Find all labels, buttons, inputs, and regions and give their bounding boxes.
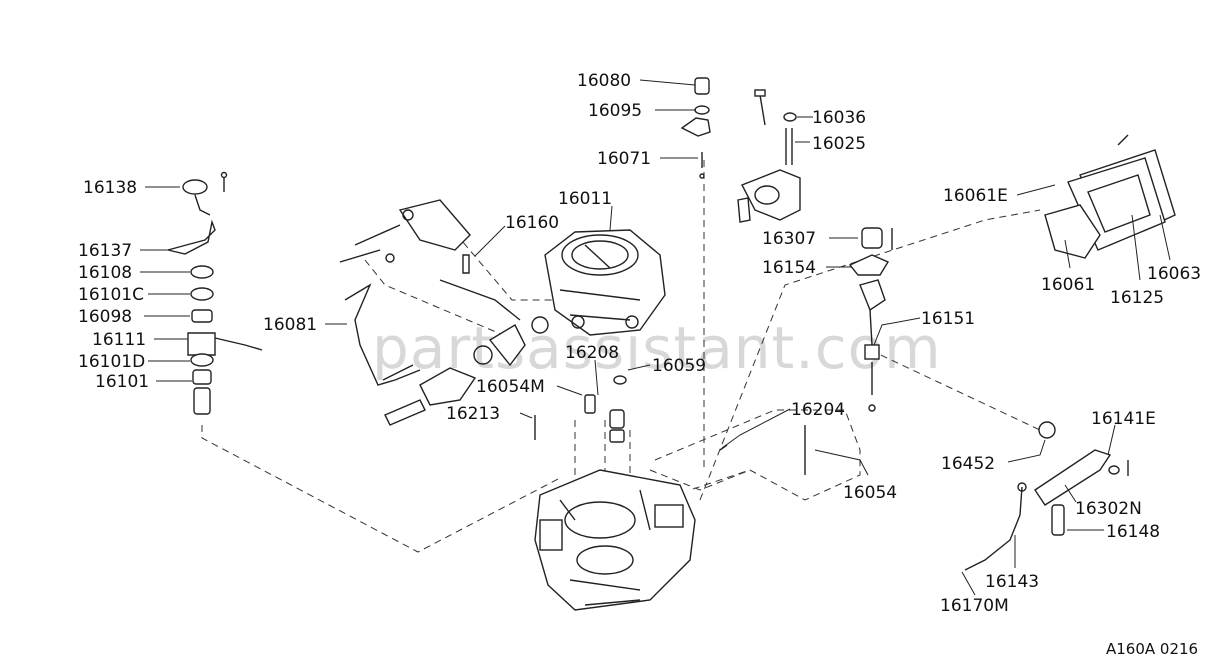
part-label-16059: 16059 — [652, 356, 706, 376]
part-label-16452: 16452 — [941, 454, 995, 474]
part-label-16148: 16148 — [1106, 522, 1160, 542]
part-label-16138: 16138 — [83, 178, 137, 198]
drawing-code: A160A 0216 — [1106, 640, 1198, 658]
part-label-16011: 16011 — [558, 189, 612, 209]
part-label-16111: 16111 — [92, 330, 146, 350]
part-label-16143: 16143 — [985, 572, 1039, 592]
carburetor-lower-body — [534, 469, 696, 611]
diaphragm-plate — [384, 367, 477, 426]
left-parts-stack — [167, 171, 263, 415]
part-label-16098: 16098 — [78, 307, 132, 327]
part-label-16170M: 16170M — [940, 596, 1009, 616]
watermark-text: partsassistant.com — [372, 314, 942, 382]
part-label-16101C: 16101C — [78, 285, 144, 305]
center-small-parts — [534, 375, 627, 443]
part-label-16054: 16054 — [843, 483, 897, 503]
gasket-set — [1044, 134, 1176, 259]
part-label-16080: 16080 — [577, 71, 631, 91]
top-right-stack — [737, 89, 801, 223]
part-labels: 16080 16095 16036 16025 16071 16011 1616… — [78, 71, 1201, 616]
part-label-16063: 16063 — [1147, 264, 1201, 284]
part-label-16204: 16204 — [791, 400, 845, 420]
top-center-stack — [680, 77, 711, 179]
part-label-16141E: 16141E — [1091, 409, 1156, 429]
part-label-16307: 16307 — [762, 229, 816, 249]
part-label-16061: 16061 — [1041, 275, 1095, 295]
right-linkage — [964, 421, 1129, 571]
part-label-16081: 16081 — [263, 315, 317, 335]
part-label-16025: 16025 — [812, 134, 866, 154]
part-label-16071: 16071 — [597, 149, 651, 169]
rod-16081 — [344, 283, 421, 386]
part-label-16036: 16036 — [812, 108, 866, 128]
right-vertical-stack — [719, 227, 893, 475]
part-label-16054M: 16054M — [476, 377, 545, 397]
part-label-16137: 16137 — [78, 241, 132, 261]
part-label-16125: 16125 — [1110, 288, 1164, 308]
leader-lines — [140, 79, 1171, 596]
part-label-16154: 16154 — [762, 258, 816, 278]
part-label-16213: 16213 — [446, 404, 500, 424]
throttle-lever-assembly — [473, 316, 549, 367]
part-label-16108: 16108 — [78, 263, 132, 283]
part-label-16101D: 16101D — [78, 352, 145, 372]
part-label-16160: 16160 — [505, 213, 559, 233]
carburetor-upper-body — [544, 229, 666, 336]
choke-linkage-bracket — [339, 199, 521, 321]
part-label-16101: 16101 — [95, 372, 149, 392]
part-label-16095: 16095 — [588, 101, 642, 121]
part-label-16061E: 16061E — [943, 186, 1008, 206]
part-label-16208: 16208 — [565, 343, 619, 363]
part-label-16302N: 16302N — [1075, 499, 1142, 519]
part-label-16151: 16151 — [921, 309, 975, 329]
